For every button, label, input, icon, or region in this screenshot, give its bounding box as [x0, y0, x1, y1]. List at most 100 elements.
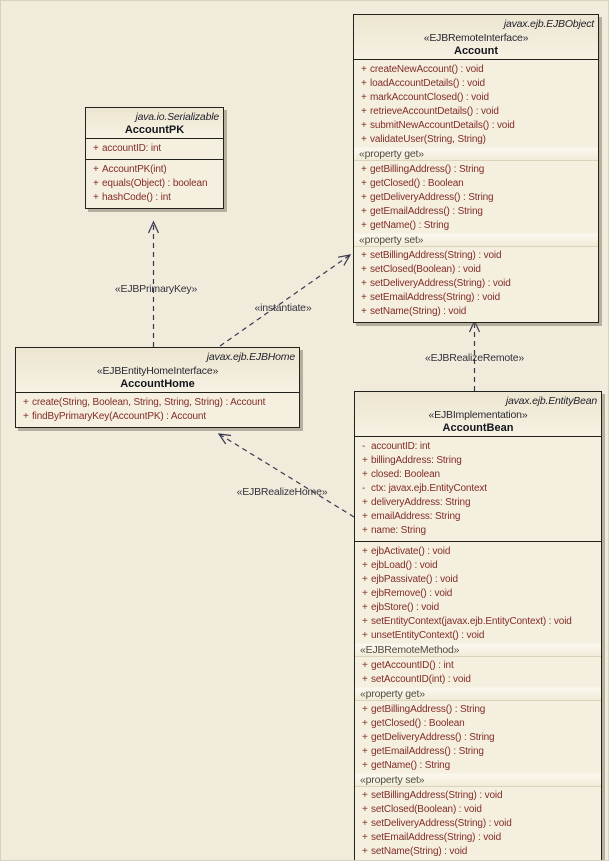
operation-row: + hashCode() : int: [86, 190, 223, 204]
class-account[interactable]: javax.ejb.EJBObject «EJBRemoteInterface»…: [353, 14, 599, 323]
operation-row: + setName(String) : void: [354, 304, 598, 318]
operation-row: + getDeliveryAddress() : String: [355, 730, 601, 744]
operations-compartment: + create(String, Boolean, String, String…: [16, 393, 299, 427]
operations-compartment: + createNewAccount() : void + loadAccoun…: [354, 60, 598, 322]
stereotype-band-ejb-remote-method: «EJBRemoteMethod»: [355, 643, 601, 657]
attributes-compartment: - accountID: int + billingAddress: Strin…: [355, 437, 601, 541]
visibility-marker: +: [361, 119, 367, 131]
operation-text: hashCode() : int: [102, 191, 171, 203]
operation-row: + AccountPK(int): [86, 162, 223, 176]
class-header: javax.ejb.EJBHome «EJBEntityHomeInterfac…: [16, 348, 299, 393]
operation-list: + createNewAccount() : void + loadAccoun…: [354, 62, 598, 146]
attribute-row: + name: String: [355, 523, 601, 537]
visibility-marker: +: [362, 803, 368, 815]
connector-label-ejb-realize-home: «EJBRealizeHome»: [236, 486, 328, 498]
class-package: javax.ejb.EJBObject: [503, 18, 594, 30]
operation-text: setDeliveryAddress(String) : void: [371, 817, 512, 829]
operation-row: + ejbPassivate() : void: [355, 572, 601, 586]
operation-text: createNewAccount() : void: [370, 63, 484, 75]
operation-text: validateUser(String, String): [370, 133, 486, 145]
visibility-marker: +: [362, 717, 368, 729]
visibility-marker: +: [362, 573, 368, 585]
operations-compartment: + AccountPK(int) + equals(Object) : bool…: [86, 159, 223, 208]
attribute-text: billingAddress: String: [371, 454, 462, 466]
visibility-marker: +: [362, 454, 368, 466]
operation-list: + ejbActivate() : void + ejbLoad() : voi…: [355, 544, 601, 642]
visibility-marker: +: [361, 305, 367, 317]
operation-text: getDeliveryAddress() : String: [370, 191, 494, 203]
visibility-marker: +: [361, 133, 367, 145]
remote-method-list: + getAccountID() : int + setAccountID(in…: [355, 658, 601, 686]
visibility-marker: +: [93, 163, 99, 175]
attribute-row: - ctx: javax.ejb.EntityContext: [355, 481, 601, 495]
visibility-marker: +: [23, 396, 29, 408]
operation-text: retrieveAccountDetails() : void: [370, 105, 499, 117]
visibility-marker: +: [362, 845, 368, 857]
visibility-marker: +: [362, 510, 368, 522]
class-header: java.io.Serializable AccountPK: [86, 108, 223, 139]
operation-row: + setEmailAddress(String) : void: [354, 290, 598, 304]
class-name: AccountPK: [124, 124, 185, 136]
visibility-marker: +: [93, 142, 99, 154]
operation-text: setName(String) : void: [371, 845, 468, 857]
operation-text: ejbStore() : void: [371, 601, 440, 613]
operation-row: + unsetEntityContext() : void: [355, 628, 601, 642]
operation-text: getDeliveryAddress() : String: [371, 731, 495, 743]
visibility-marker: +: [362, 789, 368, 801]
property-get-list: + getBillingAddress() : String + getClos…: [355, 702, 601, 772]
visibility-marker: +: [361, 105, 367, 117]
operation-text: setEntityContext(javax.ejb.EntityContext…: [371, 615, 572, 627]
operation-text: getBillingAddress() : String: [370, 163, 485, 175]
visibility-marker: +: [362, 524, 368, 536]
operation-row: + setEntityContext(javax.ejb.EntityConte…: [355, 614, 601, 628]
operation-text: findByPrimaryKey(AccountPK) : Account: [32, 410, 206, 422]
class-accountbean[interactable]: javax.ejb.EntityBean «EJBImplementation»…: [354, 391, 602, 860]
visibility-marker: +: [362, 673, 368, 685]
class-stereotype: «EJBEntityHomeInterface»: [96, 365, 219, 377]
operation-row: + setEmailAddress(String) : void: [355, 830, 601, 844]
operation-row: + setDeliveryAddress(String) : void: [354, 276, 598, 290]
operation-row: + getClosed() : Boolean: [354, 176, 598, 190]
operation-text: equals(Object) : boolean: [102, 177, 208, 189]
attributes-compartment: + accountID: int: [86, 139, 223, 159]
operation-row: + setClosed(Boolean) : void: [354, 262, 598, 276]
visibility-marker: +: [93, 191, 99, 203]
operation-row: + retrieveAccountDetails() : void: [354, 104, 598, 118]
visibility-marker: +: [361, 263, 367, 275]
operation-text: getName() : String: [371, 759, 450, 771]
operation-row: + setName(String) : void: [355, 844, 601, 858]
class-name: AccountBean: [442, 422, 514, 434]
operation-text: getEmailAddress() : String: [370, 205, 483, 217]
visibility-marker: +: [362, 831, 368, 843]
connector-ejb-realize-home[interactable]: [217, 433, 355, 518]
operation-text: getClosed() : Boolean: [371, 717, 465, 729]
operation-row: + setBillingAddress(String) : void: [354, 248, 598, 262]
class-accounthome[interactable]: javax.ejb.EJBHome «EJBEntityHomeInterfac…: [15, 347, 300, 428]
property-set-list: + setBillingAddress(String) : void + set…: [354, 248, 598, 318]
connector-instantiate[interactable]: [219, 254, 352, 347]
connector-label-instantiate: «instantiate»: [254, 302, 312, 314]
visibility-marker: +: [361, 277, 367, 289]
operation-row: + ejbLoad() : void: [355, 558, 601, 572]
visibility-marker: +: [362, 496, 368, 508]
visibility-marker: +: [361, 191, 367, 203]
attribute-text: emailAddress: String: [371, 510, 461, 522]
property-set-list: + setBillingAddress(String) : void + set…: [355, 788, 601, 858]
visibility-marker: +: [362, 759, 368, 771]
class-accountpk[interactable]: java.io.Serializable AccountPK + account…: [85, 107, 224, 209]
operation-text: ejbLoad() : void: [371, 559, 438, 571]
attribute-text: accountID: int: [371, 440, 431, 452]
operation-row: + getName() : String: [355, 758, 601, 772]
operation-row: + equals(Object) : boolean: [86, 176, 223, 190]
class-package: javax.ejb.EntityBean: [505, 395, 597, 407]
operation-text: getClosed() : Boolean: [370, 177, 464, 189]
operation-row: + setBillingAddress(String) : void: [355, 788, 601, 802]
operation-row: + setClosed(Boolean) : void: [355, 802, 601, 816]
class-stereotype: «EJBRemoteInterface»: [423, 32, 529, 44]
attribute-row: + billingAddress: String: [355, 453, 601, 467]
visibility-marker: +: [362, 659, 368, 671]
visibility-marker: +: [362, 703, 368, 715]
visibility-marker: +: [361, 205, 367, 217]
